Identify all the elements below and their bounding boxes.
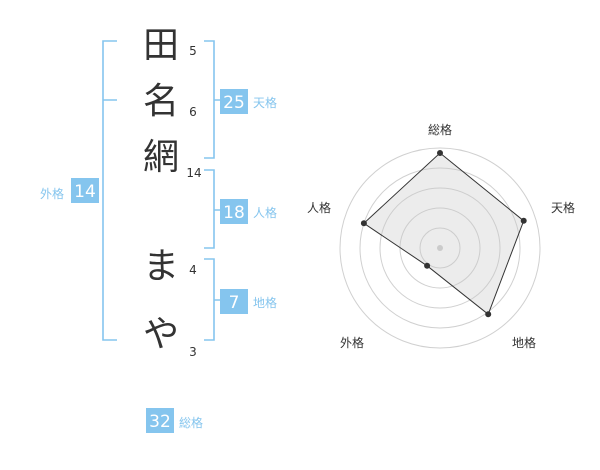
stroke-count-1: 5 (189, 44, 197, 58)
jinkaku-box (220, 199, 248, 224)
radar-point-tenkaku (520, 217, 527, 224)
jinkaku-label: 人格 (253, 205, 277, 220)
name-char-2: 名 (143, 81, 179, 122)
soukaku-box (146, 408, 174, 433)
jinkaku-value: 18 (223, 203, 245, 223)
radar-ring-1 (339, 147, 541, 349)
name-char-3: 網 (143, 137, 179, 178)
name-char-4: ま (143, 246, 179, 287)
radar-polygon (363, 152, 525, 316)
gaikaku-value: 14 (74, 182, 96, 202)
stroke-count-2: 6 (189, 105, 197, 119)
radar-axis-label-jinkaku: 人格 (307, 200, 331, 215)
jinkaku-bracket (204, 169, 220, 249)
stroke-count-5: 3 (189, 345, 197, 359)
radar-point-chikaku (485, 311, 492, 318)
radar-point-jinkaku (360, 220, 367, 227)
stroke-count-4: 4 (189, 263, 197, 277)
radar-axis-label-gaikaku: 外格 (340, 335, 364, 350)
tenkaku-bracket (204, 40, 220, 159)
radar-chart: 総格 天格 地格 外格 人格 (307, 122, 575, 350)
gaikaku-label: 外格 (40, 186, 64, 201)
radar-point-gaikaku (424, 262, 431, 269)
radar-axis-label-chikaku: 地格 (512, 335, 536, 350)
soukaku-value: 32 (149, 412, 171, 432)
radar-ring-2 (359, 167, 521, 329)
chikaku-label: 地格 (253, 295, 277, 310)
tenkaku-label: 天格 (253, 95, 277, 110)
soukaku-label: 総格 (179, 415, 203, 430)
chikaku-bracket (204, 258, 220, 341)
chikaku-box (220, 289, 248, 314)
chikaku-value: 7 (229, 293, 240, 313)
tenkaku-value: 25 (223, 93, 245, 113)
stroke-count-3: 14 (186, 166, 201, 180)
radar-axis-label-soukaku: 総格 (428, 122, 452, 137)
name-char-5: や (143, 314, 179, 355)
radar-point-soukaku (437, 150, 443, 156)
name-char-1: 田 (143, 25, 179, 66)
radar-center-dot (437, 245, 443, 251)
tenkaku-box (220, 89, 248, 114)
gaikaku-box (71, 178, 99, 203)
radar-ring-3 (379, 187, 501, 309)
gaikaku-bracket (102, 40, 117, 341)
radar-ring-5 (419, 227, 461, 269)
radar-axis-label-tenkaku: 天格 (551, 200, 575, 215)
